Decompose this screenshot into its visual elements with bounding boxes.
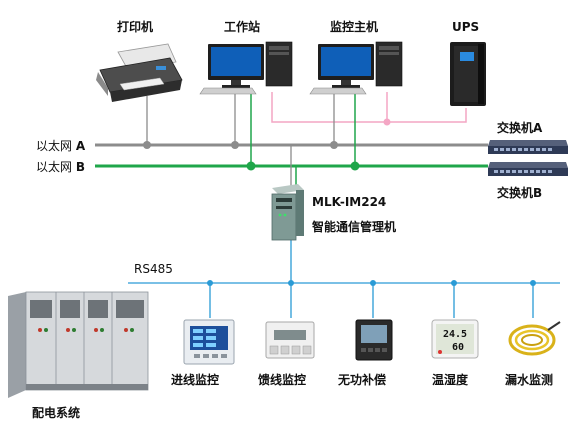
bus-junction-dot [207, 280, 213, 286]
thermo-temperature-readout: 24.5 [443, 329, 467, 340]
ethernet-a-label: 以太网 A [36, 139, 85, 153]
switch-b-label: 交换机B [497, 186, 543, 200]
field-device-label: 进线监控 [171, 373, 220, 387]
printer-label: 打印机 [117, 20, 154, 34]
monitor-host-icon [309, 41, 403, 95]
water-leak-cable-icon [508, 321, 561, 356]
bus-junction-dot [370, 280, 376, 286]
rs485-label: RS485 [134, 262, 173, 276]
field-device-label: 无功补偿 [338, 373, 387, 387]
bus-junction-dot [451, 280, 457, 286]
ups-label: UPS [452, 20, 480, 34]
ethernet-b-letter: B [75, 160, 85, 174]
ups-junction-dot [383, 118, 391, 126]
workstation-icon [199, 41, 293, 95]
thermo-humidity-readout: 60 [452, 342, 464, 353]
manager-model-label: MLK-IM224 [312, 195, 387, 209]
workstation-label: 工作站 [224, 20, 261, 34]
field-device-label: 馈线监控 [258, 373, 307, 387]
bus-junction-dot [530, 280, 536, 286]
temperature-humidity-sensor-icon: 24.5 60 [431, 319, 479, 359]
switchgear-label: 配电系统 [32, 406, 81, 420]
reactive-compensation-icon [355, 319, 393, 361]
ups-power-line [271, 92, 467, 123]
junction-dot [350, 161, 360, 171]
field-device-label: 温湿度 [432, 373, 469, 387]
communication-manager-icon [271, 184, 304, 241]
field-device-label: 漏水监测 [505, 373, 554, 387]
switch-b-icon [488, 162, 568, 176]
incoming-line-meter-icon [183, 319, 235, 365]
junction-dot [246, 161, 256, 171]
ethernet-b-prefix: 以太网 [36, 160, 73, 174]
manager-name-label: 智能通信管理机 [312, 220, 397, 234]
printer-icon [96, 43, 183, 102]
switch-a-icon [488, 140, 568, 154]
junction-dot [143, 141, 151, 149]
junction-dot [231, 141, 239, 149]
junction-dot [330, 141, 338, 149]
ethernet-a-prefix: 以太网 [36, 139, 73, 153]
ethernet-b-label: 以太网 B [36, 160, 85, 174]
ups-icon [450, 42, 486, 106]
switch-a-label: 交换机A [497, 121, 543, 135]
feeder-meter-icon [265, 321, 315, 359]
ethernet-a-letter: A [75, 139, 86, 153]
switchgear-cabinet-icon [8, 291, 149, 398]
bus-junction-dot [288, 280, 294, 286]
monitor-host-label: 监控主机 [330, 20, 379, 34]
